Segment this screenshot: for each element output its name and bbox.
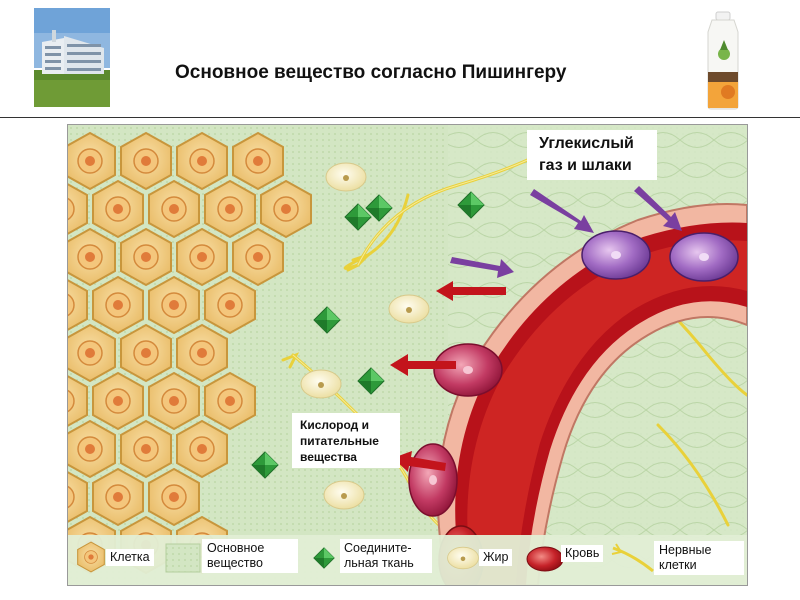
legend-fat-text: Жир <box>483 550 509 564</box>
callout-nutrients-line1: Кислород и <box>300 418 369 432</box>
legend-blood-text: Кровь <box>565 546 600 560</box>
legend-nerve-line1: Нервные <box>659 543 712 557</box>
slide-title: Основное вещество согласно Пишингеру <box>175 62 567 83</box>
legend-nerve-label: Нервные клетки <box>654 541 744 575</box>
legend-connective-line2: льная ткань <box>344 556 414 570</box>
legend-blood-label: Кровь <box>561 545 604 562</box>
callout-waste: Углекислый газ и шлаки <box>527 130 657 180</box>
legend-nerve-line2: клетки <box>659 558 697 572</box>
legend-cell-label: Клетка <box>106 549 154 566</box>
legend-swatches <box>77 541 654 573</box>
ground-substance-illustration <box>67 124 748 586</box>
header-divider <box>0 117 800 118</box>
legend-matrix-label: Основное вещество <box>202 539 298 573</box>
legend-matrix-line1: Основное <box>207 541 265 555</box>
legend-fat-label: Жир <box>479 549 513 566</box>
nutrient-arrows <box>390 281 506 472</box>
callout-nutrients: Кислород и питательные вещества <box>292 413 400 468</box>
legend-connective-line1: Соедините- <box>344 541 412 555</box>
callout-waste-line2: газ и шлаки <box>539 157 632 174</box>
legend-connective-label: Соедините- льная ткань <box>340 539 432 573</box>
building-photo <box>34 8 110 107</box>
callout-waste-line1: Углекислый <box>539 135 634 152</box>
callout-nutrients-line3: вещества <box>300 450 357 464</box>
legend-cell-text: Клетка <box>110 550 150 564</box>
legend-matrix-line2: вещество <box>207 556 263 570</box>
waste-arrows <box>450 186 682 278</box>
callout-nutrients-line2: питательные <box>300 434 379 448</box>
product-bottle-image <box>700 10 746 110</box>
